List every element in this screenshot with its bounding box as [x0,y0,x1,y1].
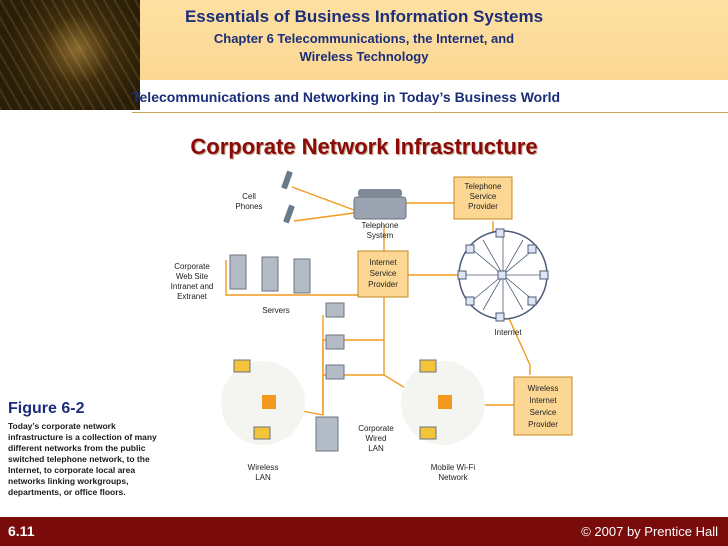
mobile-wifi-label-2: Network [438,473,468,482]
slide-title: Corporate Network Infrastructure [190,134,538,159]
telephone-system-label-1: Telephone [362,221,399,230]
chapter-title-line-2: Wireless Technology [299,49,429,64]
servers-label: Servers [262,306,290,315]
mobile-wifi-label-1: Mobile Wi-Fi [431,463,476,472]
wired-lan-label-3: LAN [368,444,384,453]
copyright: © 2007 by Prentice Hall [581,524,718,539]
server-icon [229,254,311,294]
tsp-label-1: Telephone [465,182,502,191]
link-phone2-telephone [293,212,355,222]
wisp-label-3: Service [530,408,557,417]
chapter-title-line-1: Chapter 6 Telecommunications, the Intern… [213,31,515,46]
isp-label-1: Internet [369,258,397,267]
wireless-lan-label-2: LAN [255,473,271,482]
desktop-computer-icon [325,302,345,380]
cell-phone-icon [281,170,295,224]
tsp-label-2: Service [470,192,497,201]
footer-bar [0,517,728,546]
network-diagram: Cell Phones Telephone System Telephone S… [171,170,573,482]
internet-service-provider-box [357,250,409,298]
corner-decorative-image [0,0,140,110]
slide-number: 6.11 [8,523,35,539]
internet-label: Internet [494,328,522,337]
cell-phones-label-2: Phones [235,202,262,211]
figure-caption: Today’s corporate network infrastructure… [8,421,157,497]
telephone-icon [353,189,407,220]
mobile-access-point-icon [438,395,452,409]
telephone-service-provider-box [453,176,513,220]
cell-phones-label-1: Cell [242,192,256,201]
wireless-isp-box [513,376,573,436]
corporate-web-label-2: Web Site [176,272,209,281]
wired-lan-label-1: Corporate [358,424,394,433]
wisp-label-2: Internet [529,396,557,405]
wired-lan-server-icon [315,416,339,452]
book-title: Essentials of Business Information Syste… [184,7,544,26]
corporate-web-label-3: Intranet and [171,282,214,291]
wireless-lan-label-1: Wireless [248,463,279,472]
isp-label-3: Provider [368,280,398,289]
section-title: Telecommunications and Networking in Tod… [132,89,561,105]
corporate-web-label-4: Extranet [177,292,208,301]
link-phone1-telephone [291,186,355,211]
link-servers-isp-h [225,260,358,296]
corporate-web-label-1: Corporate [174,262,210,271]
figure-label: Figure 6-2 [8,400,85,417]
link-internet-wisp [502,304,531,375]
section-bar [140,80,728,108]
telephone-system-label-2: System [367,231,394,240]
section-divider [132,112,728,113]
wisp-label-1: Wireless [528,384,559,393]
wired-lan-label-2: Wired [366,434,387,443]
laptop-icon [233,359,437,440]
wisp-label-4: Provider [528,420,558,429]
isp-label-2: Service [370,269,397,278]
wireless-access-point-icon [262,395,276,409]
tsp-label-3: Provider [468,202,498,211]
internet-globe-icon [457,228,549,322]
chapter-title: Chapter 6 Telecommunications, the Intern… [140,30,588,66]
